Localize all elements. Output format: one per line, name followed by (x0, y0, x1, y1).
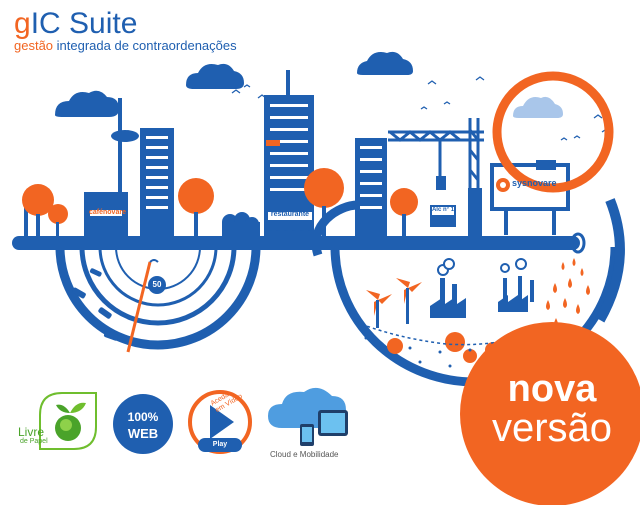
cloud-mobile-badge (268, 387, 348, 446)
clouds (55, 51, 413, 142)
speed-sign-label: 50 (152, 280, 162, 289)
subtitle-a: gestão (14, 38, 54, 53)
video-badge[interactable] (188, 390, 252, 454)
title-rest: IC Suite (30, 7, 138, 40)
web-badge (113, 394, 173, 454)
crane (388, 118, 484, 236)
paper-free-label-a: Livre (18, 425, 45, 439)
field-dots (358, 326, 532, 368)
paper-free-badge (39, 392, 97, 450)
speed-sign (148, 276, 166, 294)
cars (72, 268, 119, 341)
drips (546, 258, 590, 328)
restaurant-awning (266, 220, 314, 231)
trees (22, 168, 501, 363)
buildings (24, 70, 387, 237)
cloud-label: Cloud e Mobilidade (270, 450, 339, 459)
ground-pipe (12, 236, 580, 250)
store-label: Play (212, 441, 228, 448)
title-g: g (14, 7, 31, 40)
billboard-label: sysnovare (512, 178, 557, 188)
factories (430, 276, 534, 318)
brand-logo: gIC Suite gestão integrada de contraorde… (14, 8, 237, 54)
subtitle-b: integrada de contraordenações (53, 38, 237, 53)
web-label-b: WEB (127, 426, 159, 441)
shop-sign: Alc n° 1 (431, 207, 455, 213)
highlight-cloud (513, 96, 563, 118)
web-label-a: 100% (127, 410, 159, 424)
paper-free-label-b: de Papel (20, 438, 48, 445)
app-title: gIC Suite (14, 8, 237, 40)
smoke (437, 258, 527, 276)
highlight-ring (492, 71, 614, 193)
promo-line-2: versão (491, 406, 613, 450)
birds (231, 76, 609, 141)
app-subtitle: gestão integrada de contraordenações (14, 38, 237, 53)
restaurant-sign: restaurante (270, 211, 310, 218)
cafe-sign: cafénovare (89, 209, 126, 216)
wind-turbines (366, 278, 422, 328)
promo-line-1: nova (507, 368, 597, 410)
promo-disc (460, 322, 640, 506)
